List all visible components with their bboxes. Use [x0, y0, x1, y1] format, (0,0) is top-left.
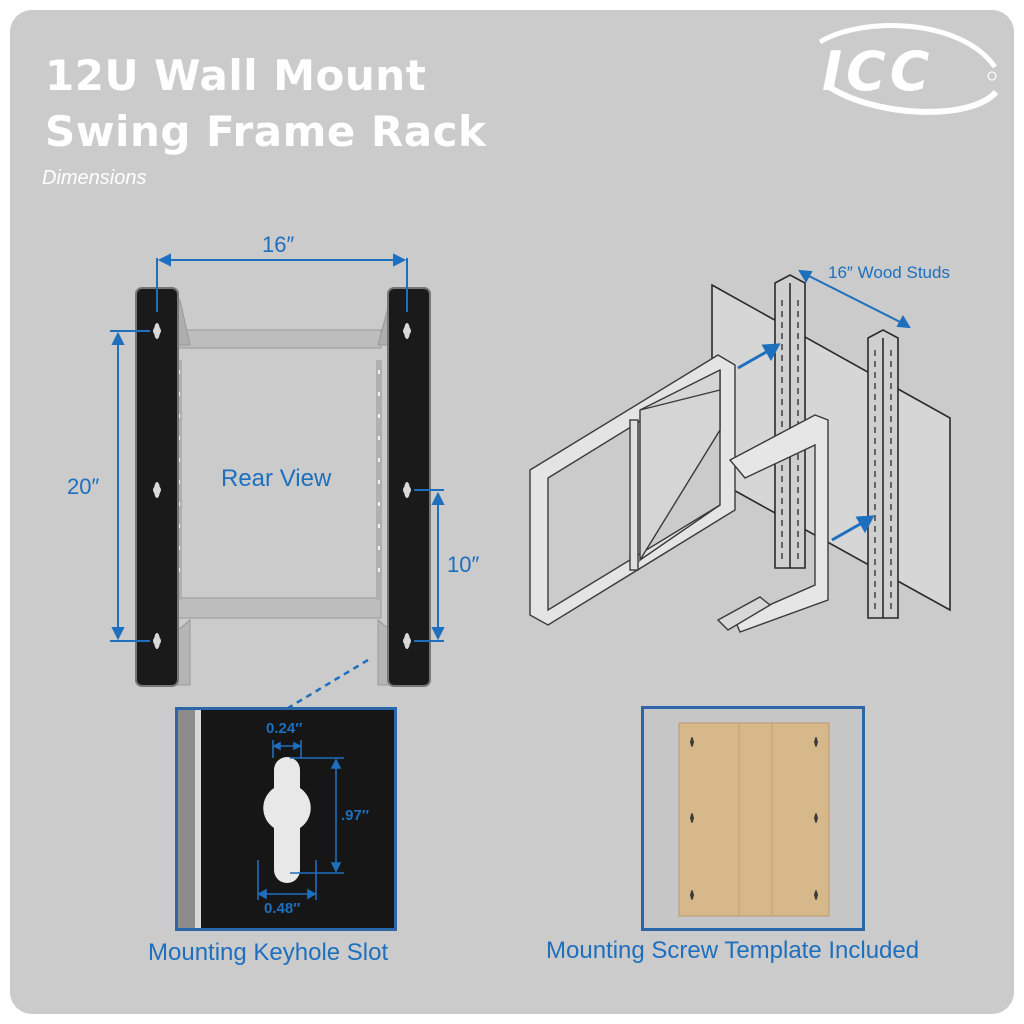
height-dimension-label: 20″ — [67, 474, 100, 499]
wood-studs-label: 16″ Wood Studs — [828, 263, 950, 282]
page-subtitle: Dimensions — [42, 167, 147, 189]
keyhole-height-label: .97″ — [341, 807, 370, 824]
icc-logo-icon: ICC — [818, 23, 999, 115]
keyhole-bottom-width-label: 0.48″ — [264, 900, 301, 917]
keyhole-top-width-label: 0.24″ — [266, 720, 303, 737]
template-caption: Mounting Screw Template Included — [546, 937, 920, 964]
spacing-dimension-label: 10″ — [447, 552, 480, 577]
title-line-1: 12U Wall Mount — [45, 51, 427, 100]
screw-template-drawing — [678, 722, 830, 917]
logo-text: ICC — [822, 40, 933, 103]
keyhole-inset: 0.24″ .97″ 0.48″ — [175, 707, 397, 931]
rear-view-label: Rear View — [221, 465, 332, 492]
template-inset — [641, 706, 865, 931]
width-dimension-label: 16″ — [262, 232, 295, 257]
keyhole-caption: Mounting Keyhole Slot — [148, 939, 389, 966]
keyhole-slot-drawing — [178, 710, 344, 928]
title-line-2: Swing Frame Rack — [45, 107, 487, 156]
page-title: 12U Wall Mount Swing Frame Rack — [45, 48, 486, 160]
